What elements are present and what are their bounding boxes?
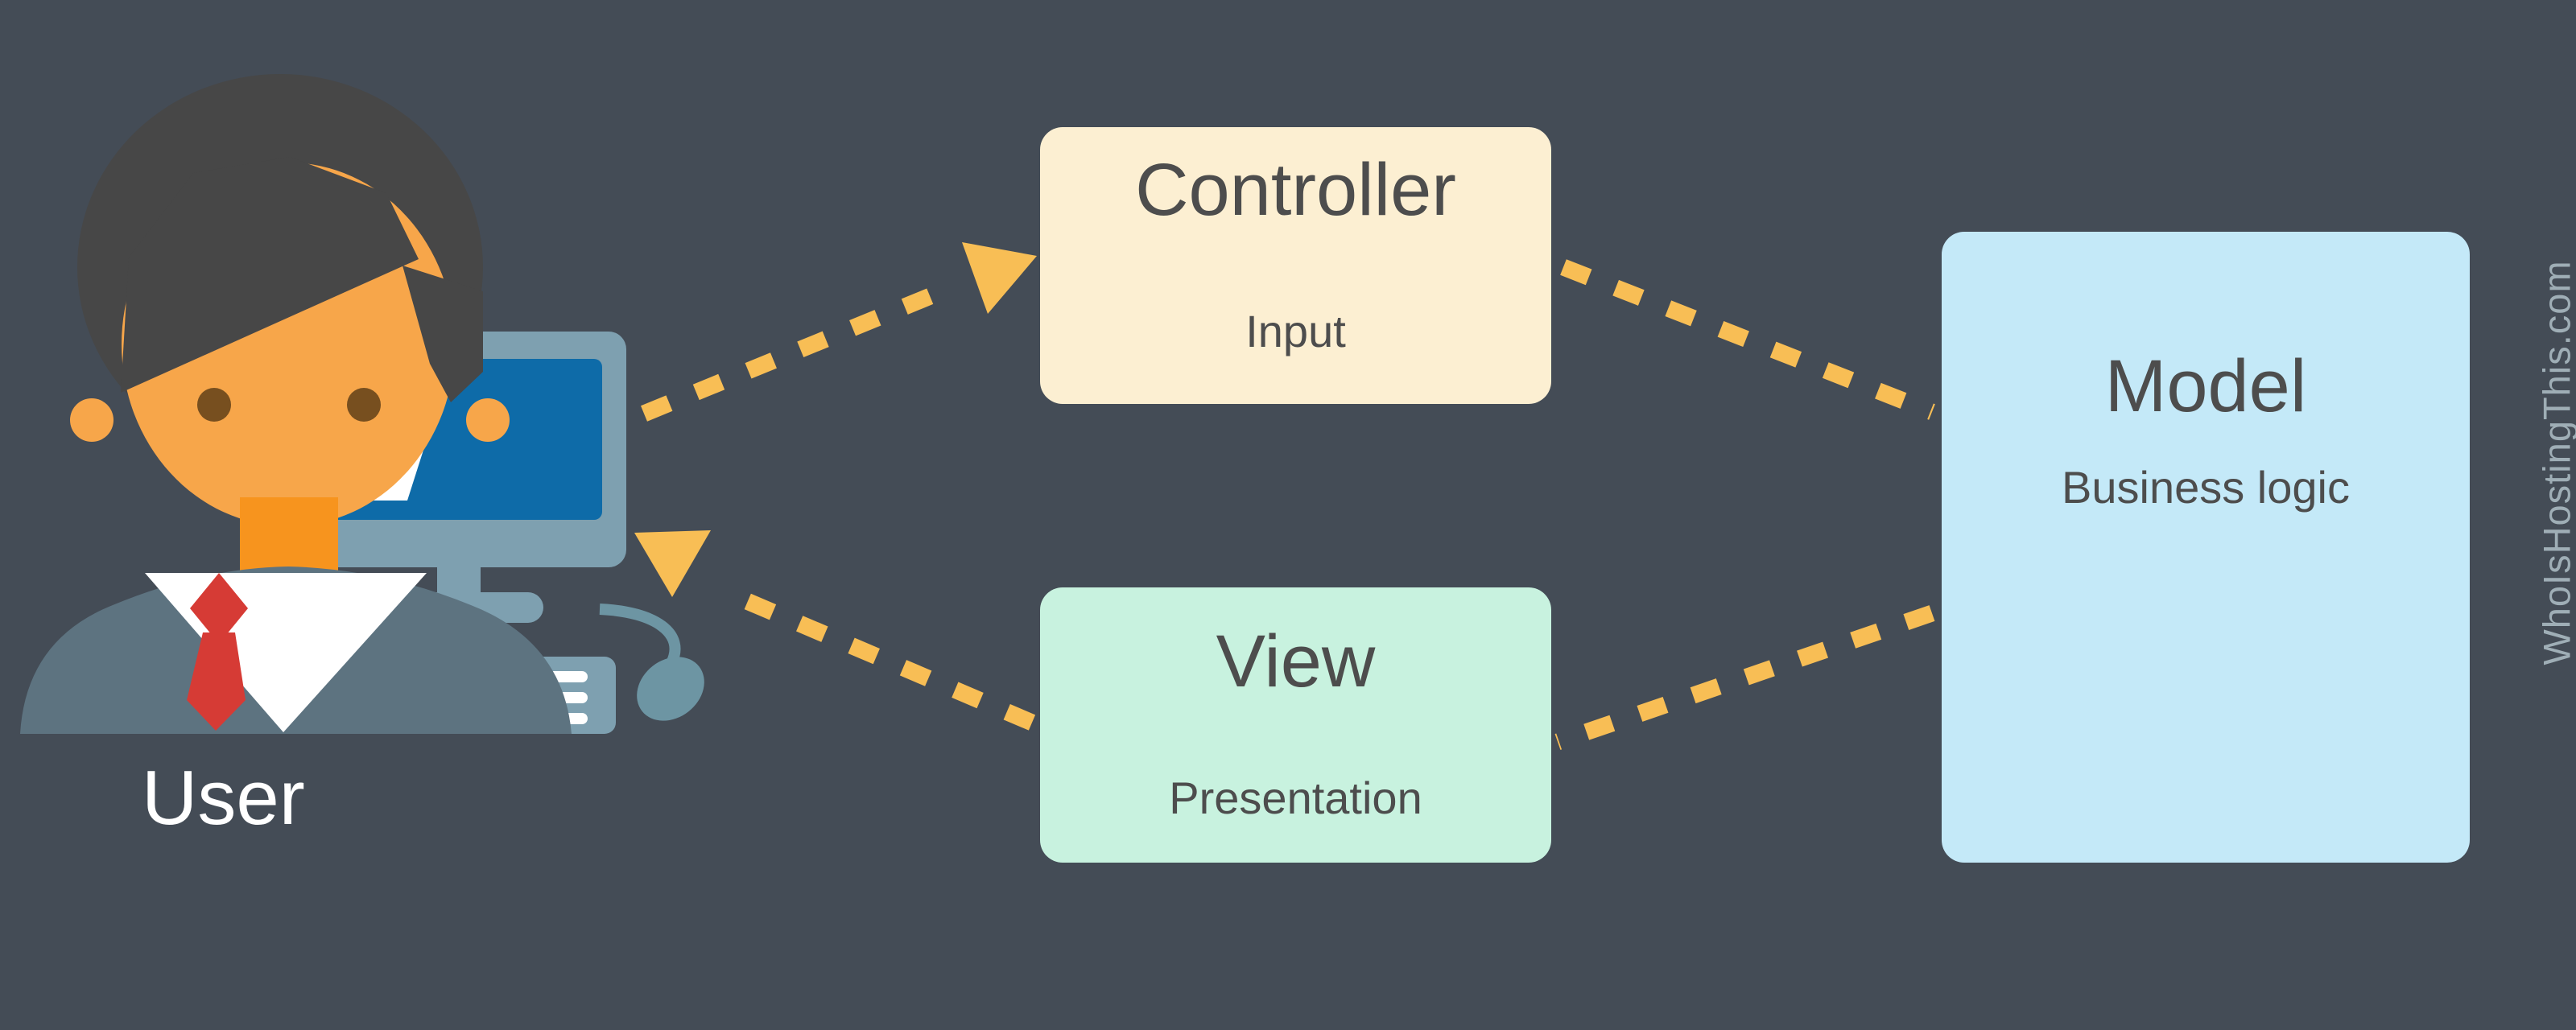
- model-to-view-line: [1554, 605, 1935, 750]
- right-ear-icon: [466, 398, 510, 442]
- controller-title: Controller: [1135, 149, 1456, 231]
- node-view: View Presentation: [1040, 587, 1551, 863]
- controller-to-model-line: [1560, 259, 1935, 420]
- left-ear-icon: [70, 398, 114, 442]
- model-subtitle: Business logic: [2062, 462, 2350, 513]
- arrowhead-into-controller-icon: [962, 242, 1037, 314]
- node-controller: Controller Input: [1040, 127, 1551, 404]
- hair-fringe-icon: [121, 157, 419, 393]
- tie-icon: [187, 573, 248, 731]
- arrowheads: [634, 242, 1037, 597]
- connection-lines: [641, 259, 1935, 750]
- controller-subtitle: Input: [1245, 306, 1346, 356]
- hair-side-icon: [402, 266, 483, 402]
- view-to-user-line: [722, 584, 1036, 731]
- right-eye-icon: [347, 388, 381, 422]
- user-label: User: [142, 755, 305, 841]
- model-title: Model: [2104, 345, 2307, 427]
- view-title: View: [1216, 620, 1376, 702]
- left-eye-icon: [197, 388, 231, 422]
- view-subtitle: Presentation: [1169, 772, 1422, 823]
- watermark: WhoIsHostingThis.com: [2535, 260, 2576, 665]
- user-to-controller-line: [641, 278, 957, 422]
- person-icon: [20, 74, 572, 734]
- person-at-computer-icon: [20, 74, 704, 734]
- mouse-icon: [599, 604, 704, 721]
- arrowhead-into-user-icon: [634, 530, 711, 597]
- node-model: Model Business logic: [1942, 232, 2470, 863]
